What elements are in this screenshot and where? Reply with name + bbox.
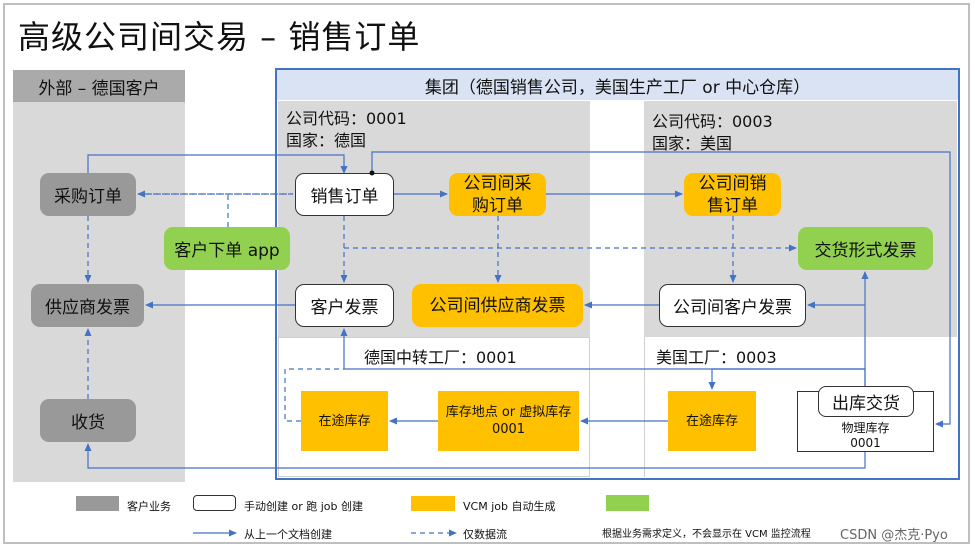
customer-app-label: 客户下单 app — [174, 241, 280, 261]
billing-delivery-label: 交货形式发票 — [814, 241, 917, 261]
us-country: 国家：美国 — [652, 134, 733, 153]
diagram-frame — [3, 3, 970, 544]
purchase-order-box: 采购订单 — [40, 173, 136, 216]
us-company-code: 公司代码：0003 — [652, 112, 773, 131]
legend-vcm-auto: VCM job 自动生成 — [463, 500, 556, 513]
legend-swatch-green — [606, 495, 649, 511]
ic-customer-invoice-box: 公司间客户发票 — [659, 284, 806, 327]
billing-delivery-box: 交货形式发票 — [798, 227, 933, 270]
outbound-delivery-box: 出库交货 — [818, 386, 914, 417]
vendor-invoice-label: 供应商发票 — [45, 298, 130, 318]
legend-swatch-orange — [411, 496, 455, 511]
de-plant-label: 德国中转工厂：0001 — [364, 348, 517, 367]
physical-stock-label: 物理库存 0001 — [841, 421, 890, 450]
ic-vendor-invoice-box: 公司间供应商发票 — [412, 284, 583, 327]
de-company-code: 公司代码：0001 — [286, 109, 407, 128]
ic-vendor-invoice-label: 公司间供应商发票 — [429, 295, 566, 316]
page-title: 高级公司间交易 – 销售订单 — [18, 18, 421, 56]
ic-purchase-order-label: 公司间采 购订单 — [463, 173, 532, 216]
de-plant-region — [278, 337, 590, 477]
legend-solid-arrow-label: 从上一个文档创建 — [244, 528, 332, 541]
ic-sales-order-box: 公司间销 售订单 — [684, 173, 781, 216]
ic-customer-invoice-label: 公司间客户发票 — [673, 298, 792, 318]
ic-purchase-order-box: 公司间采 购订单 — [449, 173, 546, 216]
goods-receipt-label: 收货 — [71, 413, 105, 433]
external-header-label: 外部 – 德国客户 — [38, 78, 160, 99]
storage-location-label: 库存地点 or 虚拟库存 0001 — [445, 405, 572, 437]
sales-order-box: 销售订单 — [295, 173, 394, 216]
in-transit-us-box: 在途库存 — [668, 391, 756, 451]
goods-receipt-box: 收货 — [40, 399, 136, 442]
legend-manual-or-job: 手动创建 or 跑 job 创建 — [244, 500, 364, 513]
in-transit-us-label: 在途库存 — [685, 413, 738, 429]
customer-invoice-label: 客户发票 — [310, 298, 379, 318]
de-country: 国家：德国 — [286, 131, 367, 150]
arrow-physical-to-gr — [84, 443, 866, 469]
purchase-order-label: 采购订单 — [54, 187, 122, 207]
legend-dashed-arrow-label: 仅数据流 — [463, 528, 507, 541]
outbound-delivery-label: 出库交货 — [832, 394, 900, 414]
vendor-invoice-box: 供应商发票 — [31, 284, 144, 327]
connector-dot — [369, 170, 375, 176]
legend-customer-business: 客户业务 — [127, 500, 171, 513]
watermark: CSDN @杰克·Pyo — [840, 528, 948, 543]
customer-app-box: 客户下单 app — [164, 227, 290, 270]
arrow-so-to-delivery — [371, 151, 951, 428]
legend-green-note: 根据业务需求定义，不会显示在 VCM 监控流程 — [602, 529, 811, 540]
group-header: 集团（德国销售公司，美国生产工厂 or 中心仓库） — [277, 70, 958, 100]
group-header-label: 集团（德国销售公司，美国生产工厂 or 中心仓库） — [424, 77, 811, 98]
ic-sales-order-label: 公司间销 售订单 — [698, 173, 767, 216]
in-transit-de-box: 在途库存 — [301, 391, 388, 451]
arrow-po-to-so — [87, 154, 348, 174]
legend-swatch-white — [193, 495, 236, 511]
us-plant-label: 美国工厂：0003 — [656, 348, 777, 367]
legend-swatch-grey — [76, 496, 119, 511]
external-header: 外部 – 德国客户 — [13, 70, 185, 102]
customer-invoice-box: 客户发票 — [295, 284, 394, 327]
sales-order-label: 销售订单 — [310, 187, 379, 207]
storage-location-box: 库存地点 or 虚拟库存 0001 — [438, 391, 579, 451]
us-plant-region — [644, 337, 957, 477]
in-transit-de-label: 在途库存 — [318, 413, 371, 429]
